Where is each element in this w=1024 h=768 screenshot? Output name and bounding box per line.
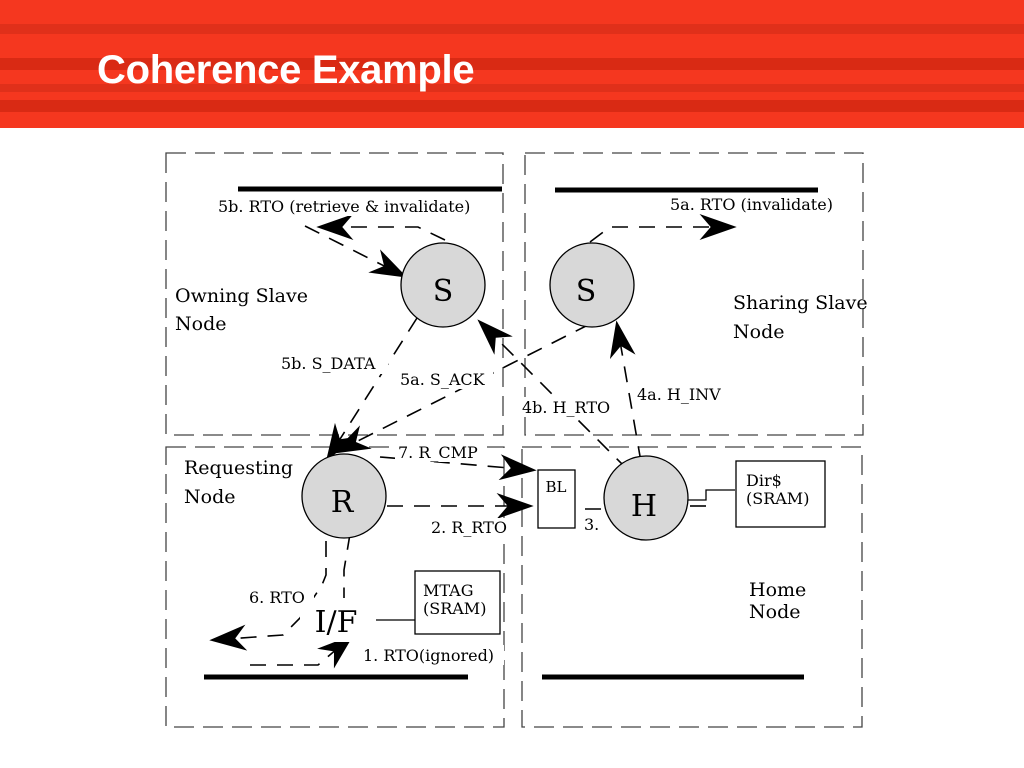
msg-5b-s-data: 5b. S_DATA [281, 354, 376, 373]
header-stripe [0, 100, 1024, 112]
label-bg [360, 645, 504, 665]
owning-region-label-line1: Owning Slave [175, 285, 308, 307]
msg-7-r-cmp: 7. R_CMP [398, 443, 478, 462]
label-bg [634, 384, 730, 404]
label-bg [395, 442, 487, 462]
msg-6-rto: 6. RTO [249, 588, 305, 607]
mtag-label-line1: MTAG [423, 581, 474, 600]
requester-node [301, 453, 387, 539]
label-bg [428, 518, 518, 538]
msg-5a-s-ack: 5a. S_ACK [400, 370, 486, 389]
requester-label: R [331, 485, 355, 520]
label-bg [397, 369, 493, 389]
label-bg [276, 354, 388, 374]
arrow-if-up [343, 533, 351, 605]
sharing-slave-region [524, 152, 864, 436]
sharing-slave-node [549, 242, 635, 328]
mtag-label-line2: (SRAM) [423, 599, 486, 618]
dir-connector [687, 489, 735, 501]
interface-label: I/F [315, 605, 358, 640]
label-bg [519, 397, 619, 417]
msg-1-rto-ignored: 1. RTO(ignored) [363, 646, 494, 665]
arrow-4a-h-inv [609, 320, 642, 463]
msg-5b-rto: 5b. RTO (retrieve & invalidate) [218, 197, 470, 216]
sharing-region-label-line2: Node [733, 321, 784, 343]
title-bar: Coherence Example [0, 0, 1024, 128]
label-bg [664, 194, 846, 214]
arrow-5a-rto [589, 214, 737, 243]
requesting-region-label-line1: Requesting [184, 457, 293, 479]
msg-4a-h-inv: 4a. H_INV [637, 385, 721, 404]
dir-label-line2: (SRAM) [746, 489, 809, 508]
slide-title: Coherence Example [97, 48, 475, 92]
home-node [603, 455, 689, 541]
msg-3: 3. [584, 515, 599, 534]
header-stripe [0, 58, 1024, 70]
label-bg [212, 196, 484, 216]
bl-label: BL [546, 478, 567, 496]
owning-slave-label: S [433, 274, 454, 309]
arrow-4b-h-rto [477, 319, 629, 471]
owning-region-label-line2: Node [175, 313, 226, 335]
header-stripe [0, 24, 1024, 34]
requesting-region-label-line2: Node [184, 486, 235, 508]
msg-2-r-rto: 2. R_RTO [431, 518, 507, 537]
arrow-5b-rto-in [304, 225, 408, 278]
home-node-region [521, 446, 863, 728]
arrow-1-rto [250, 634, 354, 669]
header-stripe [0, 84, 1024, 92]
dir-label-line1: Dir$ [746, 471, 782, 490]
arrow-5b-rto-out [316, 214, 446, 241]
bl-box [537, 469, 576, 529]
home-region-label-line1: Home [749, 579, 806, 601]
sharing-slave-label: S [576, 274, 597, 309]
owning-slave-node [400, 242, 486, 328]
home-region-label-line2: Node [749, 601, 800, 623]
sharing-region-label-line1: Sharing Slave [733, 292, 868, 314]
requesting-node-region [165, 446, 505, 728]
dir-sram-box [735, 460, 826, 528]
label-bg [246, 588, 314, 608]
mtag-sram-box [414, 570, 501, 635]
home-label: H [631, 489, 657, 524]
msg-4b-h-rto: 4b. H_RTO [522, 398, 610, 417]
msg-5a-rto: 5a. RTO (invalidate) [670, 195, 833, 214]
